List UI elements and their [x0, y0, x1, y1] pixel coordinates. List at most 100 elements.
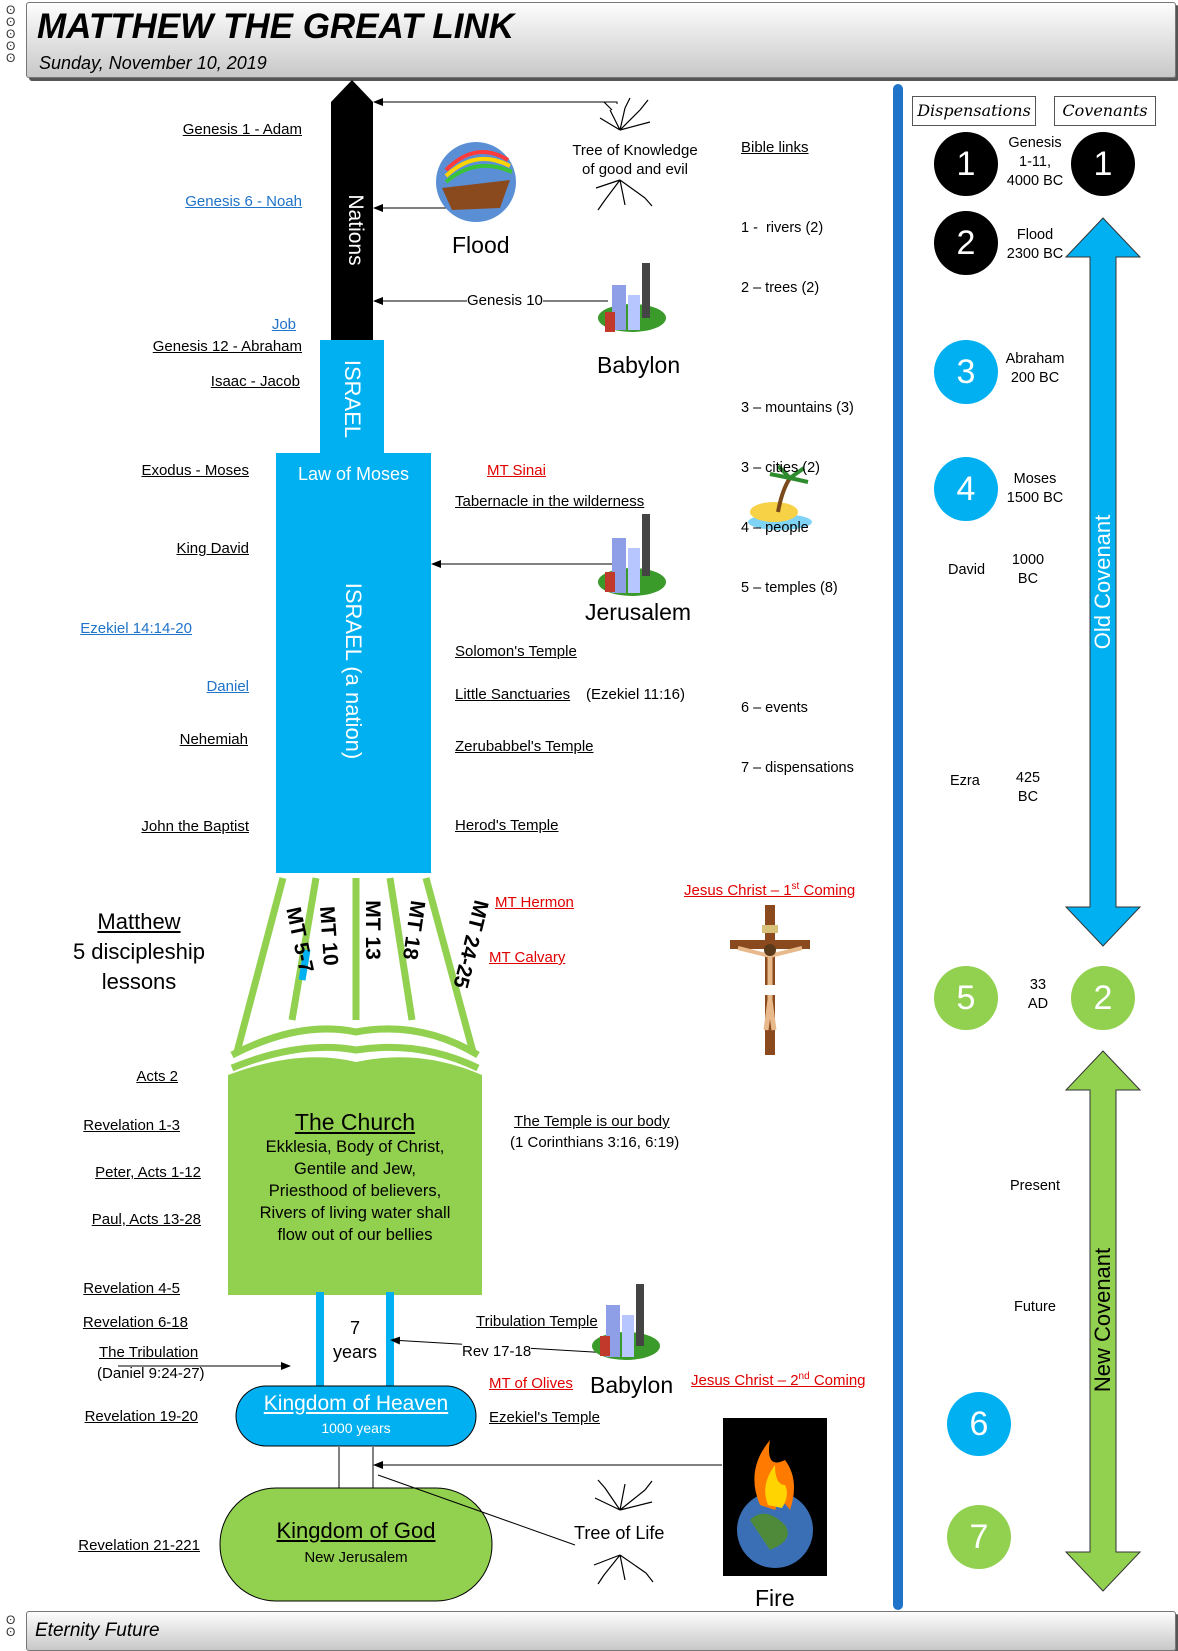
page-title: MATTHEW THE GREAT LINK: [37, 7, 514, 46]
solomon-temple-label[interactable]: Solomon's Temple: [455, 643, 577, 660]
mt-sinai-label[interactable]: MT Sinai: [487, 462, 546, 479]
herod-temple-label[interactable]: Herod's Temple: [455, 817, 559, 834]
label-exodus[interactable]: Exodus - Moses: [141, 462, 249, 479]
church-line: Gentile and Jew,: [294, 1160, 416, 1178]
babylon-bottom-label: Babylon: [590, 1372, 674, 1398]
header-bar: MATTHEW THE GREAT LINK Sunday, November …: [26, 2, 1176, 78]
dispensation-2: 2: [934, 211, 998, 275]
mt-calvary-label[interactable]: MT Calvary: [489, 949, 566, 966]
kingdom-heaven-shape: [235, 1385, 477, 1447]
abraham-line: 200 BC: [1010, 370, 1060, 386]
jesus-second-end: Coming: [809, 1372, 866, 1389]
jesus-second-sup: nd: [798, 1371, 810, 1382]
covenant-2: 2: [1071, 966, 1135, 1030]
label-revelation-1-3[interactable]: Revelation 1-3: [83, 1117, 180, 1134]
label-ezekiel[interactable]: Ezekiel 14:14-20: [80, 620, 192, 637]
bible-link-item: 4 – people: [741, 520, 809, 536]
ezra-date-line: BC: [1017, 789, 1039, 805]
label-job[interactable]: Job: [271, 316, 296, 333]
ark-icon: [436, 142, 516, 222]
label-revelation-19-20[interactable]: Revelation 19-20: [84, 1408, 198, 1425]
label-revelation-6-18[interactable]: Revelation 6-18: [82, 1314, 188, 1331]
old-covenant-label: Old Covenant: [1090, 514, 1115, 650]
ad-line: AD: [1027, 996, 1049, 1012]
label-genesis-6[interactable]: Genesis 6 - Noah: [185, 193, 302, 210]
david-label: David: [948, 562, 986, 578]
bible-links-title[interactable]: Bible links: [741, 139, 809, 156]
little-sanctuaries-label[interactable]: Little Sanctuaries: [455, 686, 571, 703]
bible-link-item: 6 – events: [741, 700, 808, 716]
label-tribulation[interactable]: The Tribulation: [99, 1344, 199, 1361]
label-john-baptist[interactable]: John the Baptist: [141, 818, 249, 835]
babylon-icon-top: [598, 263, 666, 332]
ezekiel-temple-label[interactable]: Ezekiel's Temple: [489, 1409, 600, 1426]
flood-date: Flood 2300 BC: [995, 226, 1075, 264]
label-genesis-12[interactable]: Genesis 12 - Abraham: [152, 338, 302, 355]
new-covenant-label: New Covenant: [1090, 1247, 1115, 1393]
tree-of-life-label: Tree of Life: [574, 1523, 665, 1544]
david-date-line: 1000: [1011, 552, 1045, 568]
fire-earth-icon: [723, 1418, 827, 1576]
matthew-block: Matthew 5 discipleship lessons: [56, 907, 222, 997]
corinthians-label: (1 Corinthians 3:16, 6:19): [510, 1134, 680, 1151]
tribulation-temple-label[interactable]: Tribulation Temple: [476, 1313, 598, 1330]
dispensations-box: Dispensations: [912, 96, 1036, 126]
years-label: years: [332, 1342, 377, 1362]
abraham-date: Abraham 200 BC: [995, 350, 1075, 388]
tree-knowledge-line: Tree of Knowledge: [572, 142, 698, 159]
dispensation-4: 4: [934, 457, 998, 521]
tabernacle-label[interactable]: Tabernacle in the wilderness: [455, 493, 645, 510]
jesus-first-sup: st: [791, 881, 800, 892]
mt-hermon-label[interactable]: MT Hermon: [495, 894, 574, 911]
temple-body-label[interactable]: The Temple is our body: [514, 1113, 670, 1130]
flood-label: Flood: [452, 232, 510, 258]
fire-label: Fire: [755, 1585, 795, 1611]
nations-label: Nations: [344, 194, 367, 266]
label-king-david[interactable]: King David: [176, 540, 249, 557]
matthew-line: lessons: [101, 969, 177, 994]
david-date: 1000 BC: [1006, 551, 1050, 589]
church-box: [228, 1057, 482, 1295]
kingdom-god-sub: New Jerusalem: [304, 1549, 408, 1566]
label-acts-2[interactable]: Acts 2: [136, 1068, 178, 1085]
seven-years-bar-right: [386, 1292, 394, 1390]
tree-knowledge-line: of good and evil: [582, 161, 688, 178]
bible-link-item: 2 – trees (2): [741, 280, 820, 296]
label-daniel[interactable]: Daniel: [206, 678, 249, 695]
jesus-second-text: Jesus Christ – 2: [691, 1372, 799, 1389]
kingdom-heaven-title: Kingdom of Heaven: [263, 1392, 449, 1415]
babylon-icon-bottom: [592, 1284, 660, 1360]
label-isaac-jacob[interactable]: Isaac - Jacob: [210, 373, 300, 390]
jerusalem-icon: [598, 514, 666, 596]
footer-bar: Eternity Future: [26, 1611, 1176, 1651]
label-paul[interactable]: Paul, Acts 13-28: [91, 1211, 201, 1228]
flood-line: Flood: [1016, 227, 1054, 243]
zerubbabel-label[interactable]: Zerubabbel's Temple: [455, 738, 594, 755]
label-revelation-4-5[interactable]: Revelation 4-5: [83, 1280, 180, 1297]
future-label: Future: [1014, 1299, 1056, 1315]
island-icon: [748, 464, 812, 530]
label-revelation-21[interactable]: Revelation 21-221: [78, 1537, 200, 1554]
genesis-line: 1-11,: [1019, 154, 1051, 170]
church-text: The Church Ekklesia, Body of Christ, Gen…: [228, 1108, 482, 1246]
matthew-title: Matthew: [97, 909, 181, 934]
jesus-first-coming-label[interactable]: Jesus Christ – 1st Coming: [684, 881, 855, 899]
label-peter[interactable]: Peter, Acts 1-12: [95, 1164, 201, 1181]
rev-17-18-label: Rev 17-18: [462, 1343, 532, 1360]
bible-link-item: 5 – temples (8): [741, 580, 838, 596]
ezra-date-line: 425: [1015, 770, 1041, 786]
genesis-10-label: Genesis 10: [467, 292, 543, 309]
mt-olives-label[interactable]: MT of Olives: [489, 1375, 573, 1392]
footer-text: Eternity Future: [35, 1620, 160, 1641]
old-covenant-arrow: [1064, 217, 1142, 947]
abraham-line: Abraham: [1005, 351, 1065, 367]
label-nehemiah[interactable]: Nehemiah: [179, 731, 248, 748]
label-genesis-1[interactable]: Genesis 1 - Adam: [182, 121, 302, 138]
church-line: Rivers of living water shall: [259, 1204, 451, 1222]
israel-nation-label: ISRAEL (a nation): [341, 582, 366, 760]
kingdom-god-shape: [219, 1487, 493, 1602]
jesus-second-coming-label[interactable]: Jesus Christ – 2nd Coming: [691, 1371, 866, 1389]
present-label: Present: [1010, 1178, 1060, 1194]
